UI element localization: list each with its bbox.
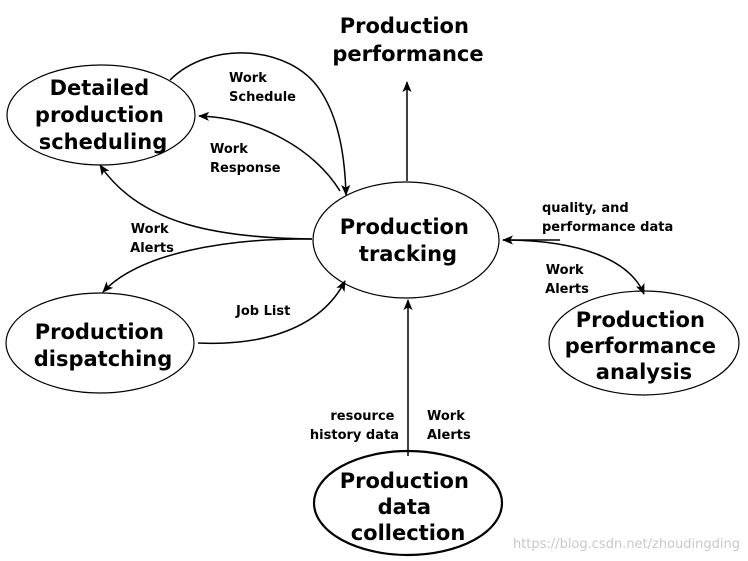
resource-history-line-1: resource [330,409,394,424]
dispatching-label-line-1: Production [35,320,164,344]
scheduling-label-line-1: Detailed [50,76,150,100]
scheduling-label: Detailed production scheduling [35,76,171,154]
analysis-label-line-1: Production [576,308,705,332]
collection-label-line-1: Production [340,469,469,493]
collection-label-line-2: data [378,495,431,519]
quality-data-label: quality, and performance data [542,201,673,235]
performance-label-line-1: Production [340,14,469,38]
work-schedule-label: Work Schedule [229,71,296,105]
work-response-line-2: Response [210,161,281,176]
work-alerts-left-label: Work Alerts [130,222,174,256]
resource-history-line-2: history data [310,428,399,443]
dispatching-node [5,292,195,394]
work-schedule-line-1: Work [229,71,267,86]
scheduling-label-line-3: scheduling [39,130,168,154]
performance-label: Production performance [332,14,483,66]
work-alerts-right-line-2: Alerts [545,282,589,297]
work-alerts-right-line-1: Work [546,263,584,278]
performance-label-line-2: performance [332,42,483,66]
arrow-job-list [197,280,346,345]
scheduling-label-line-2: production [35,103,164,127]
arrow-to-dispatching [102,238,313,293]
work-schedule-line-2: Schedule [229,90,296,105]
quality-data-line-2: performance data [542,220,673,235]
quality-data-line-1: quality, and [542,201,629,216]
arrow-work-schedule [169,52,351,196]
job-list-line-1: Job List [235,304,290,319]
tracking-label: Production tracking [340,215,477,266]
tracking-node [312,181,500,299]
analysis-label: Production performance analysis [565,308,724,384]
arrow-to-analysis [502,239,645,295]
analysis-label-line-2: performance [565,334,716,358]
job-list-label: Job List [235,304,290,319]
work-response-label: Work Response [210,142,281,176]
collection-label: Production data collection [340,469,477,545]
work-alerts-right-label: Work Alerts [545,263,589,297]
work-alerts-bottom-line-2: Alerts [427,428,471,443]
work-alerts-bottom-line-1: Work [427,409,465,424]
tracking-label-line-2: tracking [359,242,457,266]
dispatching-label: Production dispatching [34,320,173,371]
tracking-label-line-1: Production [340,215,469,239]
work-response-line-1: Work [210,142,248,157]
work-alerts-left-line-1: Work [131,222,169,237]
arrow-work-alerts-left [99,164,313,240]
dispatching-label-line-2: dispatching [34,347,173,371]
work-alerts-left-line-2: Alerts [130,241,174,256]
arrow-work-response [198,111,341,192]
watermark-text: https://blog.csdn.net/zhoudingding [513,537,740,552]
analysis-label-line-3: analysis [596,360,692,384]
work-alerts-bottom-label: Work Alerts [427,409,471,443]
resource-history-label: resource history data [310,409,399,443]
collection-label-line-3: collection [351,521,466,545]
